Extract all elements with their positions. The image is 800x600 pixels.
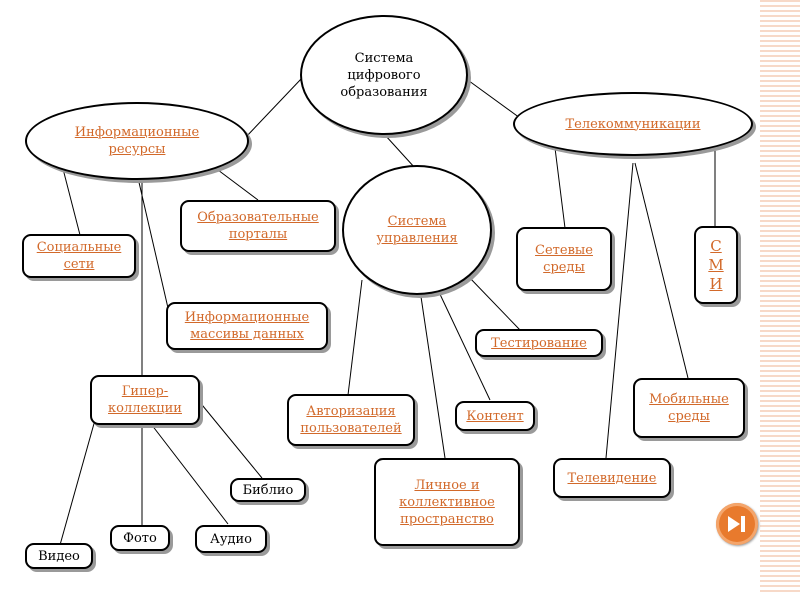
node-management-label[interactable]: Система управления: [376, 214, 458, 246]
node-testing[interactable]: Тестирование: [475, 329, 603, 357]
node-central-label: Система цифрового образования: [340, 50, 428, 100]
node-content-label[interactable]: Контент: [466, 408, 524, 424]
node-smi-letter-2[interactable]: М: [708, 255, 724, 274]
node-edu-portals-label[interactable]: Образовательные порталы: [197, 210, 319, 242]
edge-info-arrays: [137, 177, 169, 309]
node-tv-label[interactable]: Телевидение: [567, 470, 657, 486]
edge-hyper-biblio: [197, 399, 263, 479]
slide-frame-bottom: [0, 594, 800, 600]
node-video-label: Видео: [38, 548, 80, 564]
node-biblio: Библио: [230, 478, 306, 502]
node-mobile-label[interactable]: Мобильные среды: [649, 392, 729, 424]
slide-frame-right: [760, 0, 800, 600]
node-photo: Фото: [110, 525, 170, 551]
node-info-arrays-label[interactable]: Информационные массивы данных: [184, 310, 310, 342]
node-info-arrays[interactable]: Информационные массивы данных: [166, 302, 328, 350]
node-smi-letter-1[interactable]: С: [710, 236, 722, 255]
node-smi-label[interactable]: С М И: [708, 237, 723, 294]
node-social-nets-label[interactable]: Социальные сети: [36, 240, 122, 272]
node-central: Система цифрового образования: [300, 15, 468, 135]
node-tv[interactable]: Телевидение: [553, 458, 671, 498]
edge-mgmt-content: [437, 289, 491, 401]
node-social-nets[interactable]: Социальные сети: [22, 234, 136, 278]
node-telecom[interactable]: Телекоммуникации: [513, 92, 753, 156]
edge-telecom-network: [554, 147, 566, 229]
node-telecom-label[interactable]: Телекоммуникации: [565, 116, 701, 132]
node-auth-label[interactable]: Авторизация пользователей: [300, 404, 402, 436]
edge-mgmt-auth: [347, 279, 363, 396]
nav-end-button[interactable]: [716, 503, 758, 545]
node-info-resources[interactable]: Информационные ресурсы: [25, 102, 249, 180]
edge-mgmt-testing: [467, 275, 521, 331]
node-hyper-label[interactable]: Гипер-коллекции: [108, 384, 182, 416]
slide-frame-left: [0, 0, 6, 600]
node-network-label[interactable]: Сетевые среды: [535, 243, 593, 275]
node-video: Видео: [25, 543, 93, 569]
node-biblio-label: Библио: [242, 482, 294, 498]
edge-mgmt-personal: [419, 289, 446, 459]
node-info-resources-label[interactable]: Информационные ресурсы: [74, 125, 200, 157]
node-mobile[interactable]: Мобильные среды: [633, 378, 745, 438]
node-audio: Аудио: [195, 525, 267, 553]
node-personal-label[interactable]: Личное и коллективное пространство: [399, 477, 495, 527]
edge-central-management: [384, 134, 416, 169]
node-testing-label[interactable]: Тестирование: [491, 335, 587, 351]
node-management[interactable]: Система управления: [342, 165, 492, 295]
node-auth[interactable]: Авторизация пользователей: [287, 394, 415, 446]
edge-central-info: [244, 77, 303, 139]
edge-telecom-mobile: [634, 162, 689, 379]
edge-telecom-tv: [605, 162, 634, 459]
node-edu-portals[interactable]: Образовательные порталы: [180, 200, 336, 252]
node-audio-label: Аудио: [210, 531, 252, 547]
node-personal[interactable]: Личное и коллективное пространство: [374, 458, 520, 546]
play-end-icon: [728, 516, 745, 532]
node-photo-label: Фото: [123, 530, 157, 546]
edge-info-social: [61, 164, 81, 236]
edge-hyper-audio: [147, 419, 229, 525]
node-smi-letter-3[interactable]: И: [709, 274, 723, 293]
edge-central-telecom: [464, 77, 521, 119]
edge-info-portals: [217, 169, 259, 201]
node-content[interactable]: Контент: [455, 401, 535, 431]
edge-hyper-video: [59, 419, 96, 546]
node-smi[interactable]: С М И: [694, 226, 738, 304]
node-hyper[interactable]: Гипер-коллекции: [90, 375, 200, 425]
node-network[interactable]: Сетевые среды: [516, 227, 612, 291]
